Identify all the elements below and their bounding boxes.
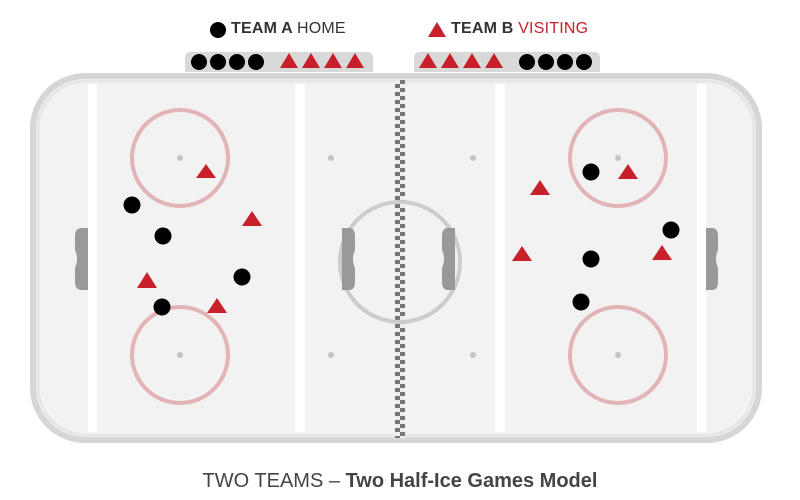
center-line (395, 80, 405, 438)
player-team-a (582, 250, 600, 268)
player-team-b (618, 164, 638, 179)
team-a-legend-icon (210, 22, 226, 38)
player-team-a (582, 163, 600, 181)
player-team-b (196, 164, 216, 178)
goal-nets (75, 228, 718, 290)
player-team-a (154, 227, 172, 245)
player-team-b (137, 272, 157, 288)
player-team-b (530, 180, 550, 195)
ice-lines (88, 84, 706, 432)
caption-title: Two Half-Ice Games Model (345, 470, 598, 492)
right-half-team-a (572, 163, 680, 311)
player-team-b (207, 298, 227, 313)
left-half-team-a (123, 196, 251, 316)
legend-team-a: TEAM A HOME (231, 20, 346, 38)
player-team-b (652, 245, 672, 260)
right-half-team-b (512, 164, 672, 261)
faceoff-dots (177, 155, 621, 358)
team-b-label: TEAM B (451, 20, 514, 37)
bench-right (414, 52, 600, 72)
bench-left-players (191, 53, 364, 70)
bench-right-players (419, 53, 592, 70)
team-b-role: VISITING (518, 20, 589, 37)
left-half-team-b (137, 164, 262, 313)
player-team-b (512, 246, 532, 261)
center-circle (338, 200, 462, 324)
legend-team-b: TEAM B VISITING (451, 20, 588, 38)
diagram-caption: TWO TEAMS – Two Half-Ice Games Model (0, 470, 800, 493)
faceoff-circles (130, 108, 668, 405)
team-a-label: TEAM A (231, 20, 293, 37)
team-a-role: HOME (297, 20, 346, 37)
player-team-a (662, 221, 680, 239)
player-team-a (153, 298, 171, 316)
player-team-a (233, 268, 251, 286)
team-b-legend-icon (428, 22, 446, 37)
caption-prefix: TWO TEAMS – (202, 470, 346, 492)
player-team-a (123, 196, 141, 214)
player-team-a (572, 293, 590, 311)
player-team-b (242, 211, 262, 226)
